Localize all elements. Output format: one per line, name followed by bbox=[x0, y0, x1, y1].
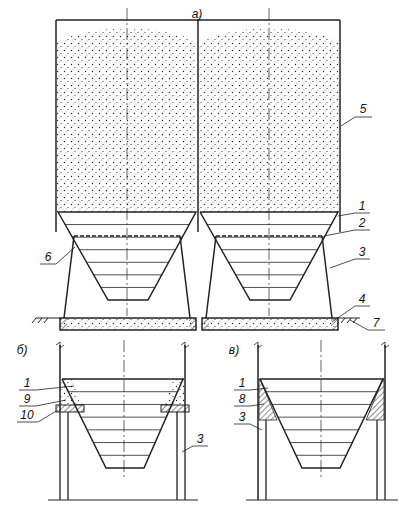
callout-number: 7 bbox=[373, 317, 380, 329]
column bbox=[322, 236, 332, 318]
leader-lines bbox=[17, 117, 385, 452]
foundation bbox=[202, 318, 338, 330]
callout-number: 10 bbox=[20, 409, 33, 421]
foundation bbox=[60, 318, 196, 330]
support-ring bbox=[161, 405, 189, 412]
part-label: в) bbox=[229, 344, 239, 356]
column bbox=[60, 412, 185, 500]
foundation-edge bbox=[202, 318, 209, 330]
hopper bbox=[200, 212, 338, 300]
part-label: б) bbox=[17, 344, 28, 356]
grid-line bbox=[216, 235, 322, 237]
hopper bbox=[62, 379, 183, 468]
callout-number: 4 bbox=[359, 293, 366, 305]
callout-number: 3 bbox=[197, 433, 204, 445]
silo-wall bbox=[55, 20, 57, 232]
silo-wall bbox=[339, 20, 341, 232]
column bbox=[180, 236, 190, 318]
grid-line bbox=[74, 235, 180, 237]
column bbox=[266, 420, 385, 500]
column bbox=[206, 236, 216, 318]
callout-number: 1 bbox=[359, 200, 366, 212]
center-line bbox=[127, 8, 128, 316]
callout-number: 2 bbox=[359, 217, 366, 229]
ground-line bbox=[32, 318, 360, 323]
filling bbox=[259, 379, 384, 420]
break-line bbox=[254, 342, 389, 348]
callout-number: 8 bbox=[239, 393, 246, 405]
part-label: а) bbox=[192, 8, 203, 20]
foundation-edge bbox=[189, 318, 196, 330]
callout-number: 3 bbox=[239, 411, 246, 423]
silo-wall bbox=[197, 20, 199, 232]
center-line bbox=[321, 340, 322, 478]
silo-wall bbox=[258, 345, 385, 500]
break-line bbox=[56, 342, 189, 348]
callout-number: 3 bbox=[359, 246, 366, 258]
support-ring bbox=[56, 405, 84, 412]
hopper bbox=[58, 212, 196, 300]
ground-line bbox=[48, 500, 198, 501]
callout-number: 9 bbox=[24, 393, 31, 405]
center-line bbox=[269, 8, 270, 316]
callout-number: 5 bbox=[360, 103, 367, 115]
foundation-edge bbox=[60, 318, 67, 330]
filling bbox=[61, 379, 184, 405]
center-line bbox=[124, 340, 125, 478]
callout-number: 6 bbox=[45, 251, 52, 263]
callout-number: 1 bbox=[24, 377, 31, 389]
callout-number: 1 bbox=[239, 377, 246, 389]
ground-line bbox=[246, 500, 398, 501]
column bbox=[64, 236, 74, 318]
hopper bbox=[260, 379, 383, 468]
